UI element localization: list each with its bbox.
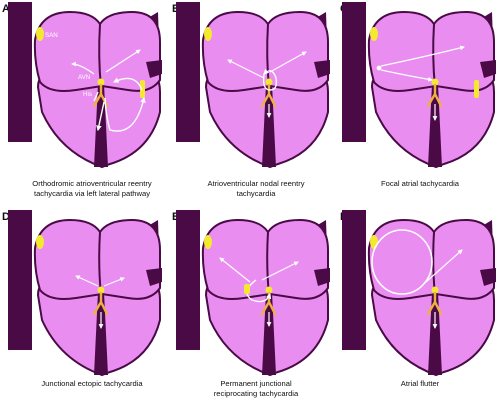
panel-caption: Atrial flutter	[401, 379, 440, 388]
panel-a: A SAN AVN His Orthodromic atrioventricul…	[2, 0, 164, 198]
panel-caption: Atrioventricular nodal reentry	[207, 179, 304, 188]
panel-caption: Focal atrial tachycardia	[381, 179, 460, 188]
panel-caption: Permanent junctional	[220, 379, 292, 388]
panel-caption: Orthodromic atrioventricular reentry	[32, 179, 152, 188]
panel-f: F Atrial flutter	[340, 208, 496, 388]
panel-letter: A	[2, 3, 10, 15]
panel-c: C Focal atrial tachycardia	[340, 0, 496, 188]
panel-e: E Permanent junctional reciprocating tac…	[172, 208, 332, 398]
panel-letter: E	[172, 211, 179, 223]
panel-letter: D	[2, 211, 10, 223]
panel-caption: Junctional ectopic tachycardia	[41, 379, 143, 388]
panel-caption: tachycardia	[237, 189, 277, 198]
panel-caption: reciprocating tachycardia	[214, 389, 299, 398]
his-label: His	[83, 91, 92, 98]
panel-b: B Atrioventricular nodal reentry tachyca…	[172, 0, 332, 198]
panel-caption: tachycardia via left lateral pathway	[34, 189, 150, 198]
san-label: SAN	[45, 32, 58, 39]
panel-d: D Junctional ectopic tachycardia	[2, 208, 164, 388]
avn-label: AVN	[78, 74, 90, 81]
